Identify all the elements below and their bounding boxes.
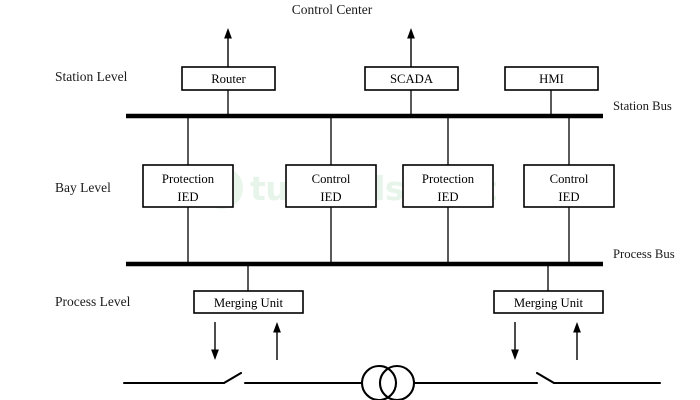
circuit-breaker-left-icon[interactable] [222, 371, 243, 385]
arrow-down-icon [211, 349, 219, 360]
merging-unit-2-label: Merging Unit [514, 296, 584, 310]
protection-ied-2-label-line1: Protection [422, 172, 475, 186]
arrow-up-icon [273, 322, 281, 333]
arrow-up-icon [573, 322, 581, 333]
router-control-center-uplink [224, 28, 232, 67]
process-level-label: Process Level [55, 294, 131, 309]
transformer-icon [360, 364, 416, 400]
protection-ied-1-label-line2: IED [177, 190, 198, 204]
station-level-label: Station Level [55, 69, 128, 84]
scada-control-center-uplink [407, 28, 415, 67]
router-node[interactable]: Router [181, 66, 276, 91]
protection-ied-2-label-line2: IED [437, 190, 458, 204]
control-ied-1-node[interactable]: Control IED [285, 164, 377, 208]
control-ied-1-label-line1: Control [312, 172, 351, 186]
protection-ied-1-label-line1: Protection [162, 172, 215, 186]
control-ied-2-label-line1: Control [550, 172, 589, 186]
control-ied-2-label-line2: IED [558, 190, 579, 204]
control-ied-1-label-line2: IED [320, 190, 341, 204]
arrow-down-icon [511, 349, 519, 360]
arrow-up-icon [224, 28, 232, 39]
protection-ied-1-node[interactable]: Protection IED [142, 164, 234, 208]
merging-unit-1-command-down-arrow [211, 322, 219, 360]
control-ied-2-node[interactable]: Control IED [523, 164, 615, 208]
hmi-node[interactable]: HMI [504, 66, 599, 91]
station-bus-label: Station Bus [613, 99, 672, 113]
bay-level-label: Bay Level [55, 180, 111, 195]
scada-node[interactable]: SCADA [364, 66, 459, 91]
circuit-breaker-right-icon[interactable] [535, 371, 556, 385]
merging-unit-2-measurement-up-arrow [573, 322, 581, 360]
merging-unit-2-node[interactable]: Merging Unit [493, 290, 604, 314]
scada-label: SCADA [390, 72, 434, 86]
merging-unit-1-measurement-up-arrow [273, 322, 281, 360]
page-title: Control Center [292, 2, 373, 17]
protection-ied-2-node[interactable]: Protection IED [402, 164, 494, 208]
merging-unit-1-label: Merging Unit [214, 296, 284, 310]
router-label: Router [211, 72, 246, 86]
arrow-up-icon [407, 28, 415, 39]
merging-unit-1-node[interactable]: Merging Unit [193, 290, 304, 314]
process-bus-label: Process Bus [613, 247, 675, 261]
merging-unit-2-command-down-arrow [511, 322, 519, 360]
hmi-label: HMI [539, 72, 564, 86]
